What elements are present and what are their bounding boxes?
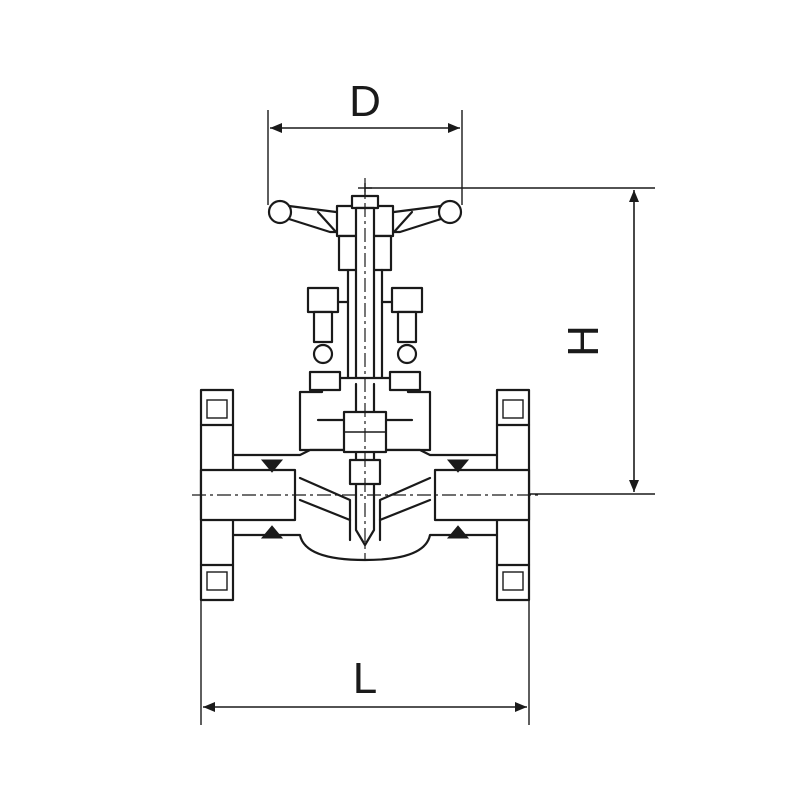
dimension-l-label: L bbox=[353, 654, 377, 703]
gland-bolt-left bbox=[306, 286, 350, 365]
centerlines bbox=[192, 178, 540, 560]
gland-bolt-right bbox=[380, 286, 424, 365]
dimension-d: D bbox=[267, 77, 463, 205]
dimension-h: H bbox=[365, 187, 655, 495]
dimension-d-label: D bbox=[349, 77, 381, 126]
dimension-l: L bbox=[200, 600, 530, 725]
weld-marks bbox=[260, 459, 470, 539]
dimension-h-label: H bbox=[559, 325, 608, 357]
